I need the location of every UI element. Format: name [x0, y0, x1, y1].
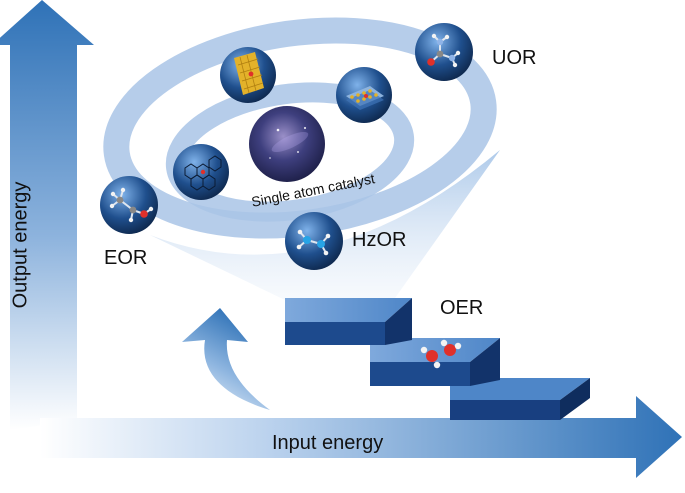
energy-steps [285, 298, 590, 420]
hydrazine-molecule-sphere-icon [285, 212, 343, 270]
oer-label: OER [440, 297, 484, 319]
x-axis-arrow [40, 396, 682, 478]
x-axis-label: Input energy [272, 432, 384, 454]
gold-surface-grid-sphere-icon [220, 47, 276, 103]
hzor-label: HzOR [352, 229, 407, 251]
ethanol-molecule-sphere-icon [100, 176, 158, 234]
eor-label: EOR [104, 247, 148, 269]
energy-funnel [150, 150, 500, 300]
y-axis-arrow [0, 0, 94, 430]
galaxy-sphere-icon [249, 106, 325, 182]
layered-support-sphere-icon [336, 67, 392, 123]
curved-arrow [182, 308, 270, 410]
urea-molecule-sphere-icon [415, 23, 473, 81]
y-axis-label: Output energy [9, 181, 32, 309]
graphene-lattice-sphere-icon [173, 144, 229, 200]
uor-label: UOR [492, 47, 537, 69]
water-molecule-icon [420, 339, 462, 369]
